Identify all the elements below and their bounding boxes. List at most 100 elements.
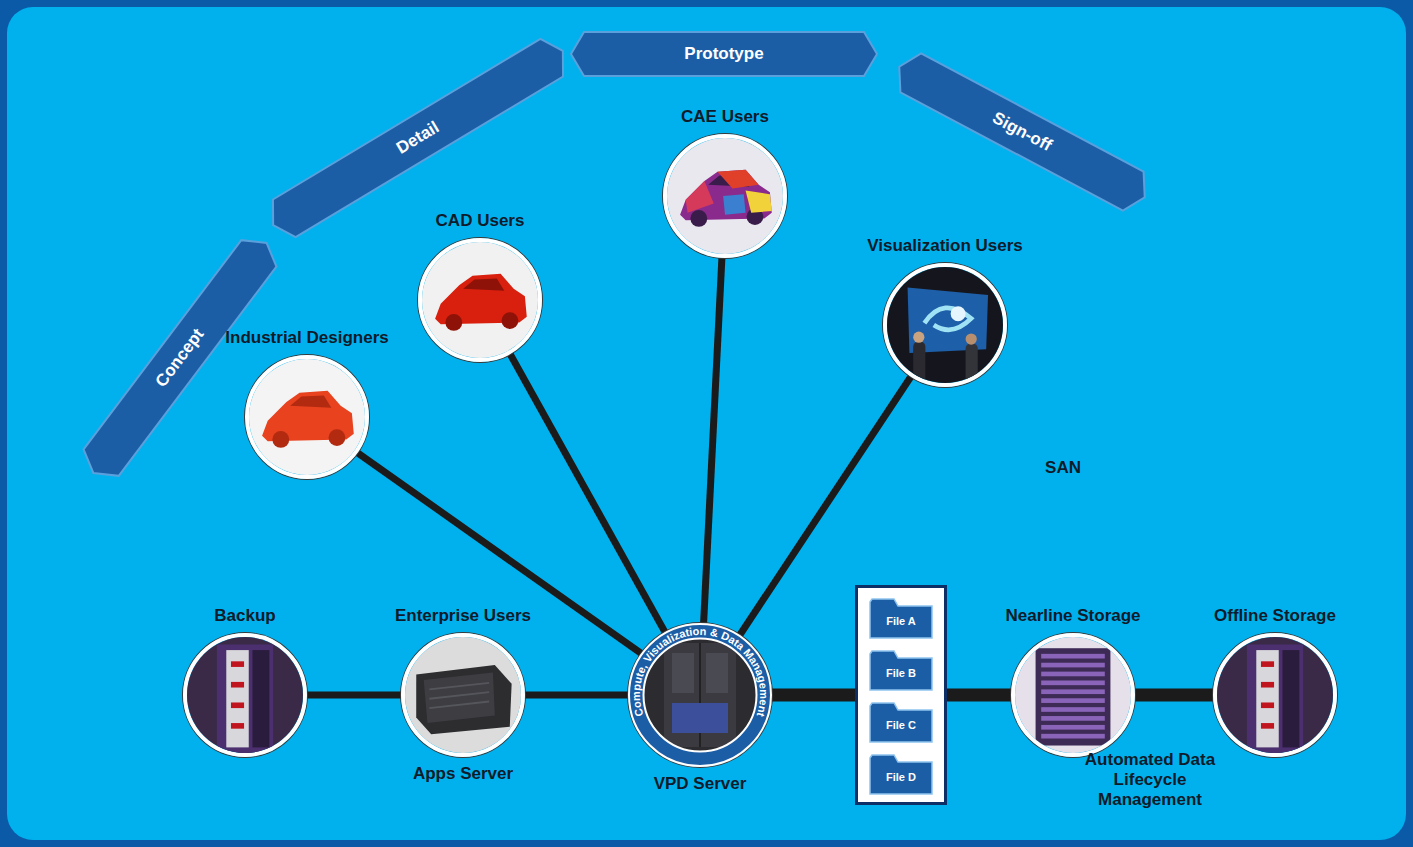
user-circle: CAE Users	[663, 134, 787, 258]
art-rect	[628, 623, 772, 767]
picture-disc	[401, 633, 525, 757]
folder-label: File D	[886, 771, 916, 783]
illustration	[1217, 637, 1333, 753]
free-label: SAN	[1018, 458, 1108, 478]
art-rect	[1041, 689, 1105, 694]
free-label: Automated Data Lifecycle Management	[1080, 750, 1220, 810]
user-circle: CAD Users	[418, 238, 542, 362]
node-label: Enterprise Users	[395, 606, 531, 626]
picture-disc	[1213, 633, 1337, 757]
art-circle	[951, 306, 966, 321]
node-label: Nearline Storage	[1005, 606, 1140, 626]
art-path	[686, 181, 714, 213]
art-polygon	[76, 230, 284, 486]
art-rect	[1041, 681, 1105, 686]
file-panel: File AFile BFile CFile D	[855, 585, 947, 805]
art-path	[424, 673, 495, 724]
art-rect	[672, 703, 728, 733]
art-rect	[231, 682, 244, 688]
illustration	[405, 637, 521, 753]
art-rect	[1041, 672, 1105, 677]
phase-band: Detail	[260, 31, 575, 246]
art-circle	[629, 624, 771, 766]
art-rect	[1247, 644, 1303, 753]
art-rect	[1282, 650, 1299, 747]
file-folder: File B	[868, 646, 934, 692]
art-circle	[690, 210, 707, 227]
art-rect	[1041, 725, 1105, 730]
connector-line	[307, 692, 401, 699]
art-rect	[1041, 707, 1105, 712]
art-path	[723, 194, 745, 215]
art-circle	[272, 431, 289, 448]
connector-line	[947, 689, 1011, 702]
art-rect	[664, 643, 736, 747]
art-polygon	[870, 599, 932, 638]
art-path	[416, 665, 511, 734]
art-polygon	[870, 651, 932, 690]
art-rect	[706, 653, 728, 693]
art-rect	[1217, 637, 1333, 753]
art-polygon	[870, 703, 932, 742]
connector-line	[1135, 689, 1213, 702]
art-circle	[329, 429, 346, 446]
illustration	[249, 359, 365, 475]
art-rect	[1015, 637, 1131, 753]
picture-disc	[1011, 633, 1135, 757]
band-label: Prototype	[684, 44, 763, 64]
connector-line	[704, 258, 722, 623]
art-rect	[422, 242, 538, 358]
illustration	[1015, 637, 1131, 753]
art-rect	[966, 344, 978, 383]
user-circle: Nearline Storage	[1011, 633, 1135, 757]
connector-line	[772, 689, 855, 702]
art-rect	[1256, 650, 1278, 747]
picture-disc	[245, 355, 369, 479]
file-folder: File D	[868, 750, 934, 796]
folder-label: File A	[886, 615, 916, 627]
user-circle: Offline Storage	[1213, 633, 1337, 757]
art-rect	[1261, 682, 1274, 688]
art-rect	[1041, 663, 1105, 668]
art-rect	[1041, 654, 1105, 659]
art-circle	[913, 332, 924, 343]
illustration	[187, 637, 303, 753]
user-circle: Backup	[183, 633, 307, 757]
art-rect	[1041, 734, 1105, 739]
phase-band: Prototype	[570, 31, 878, 77]
art-path	[463, 278, 504, 290]
art-rect	[1041, 698, 1105, 703]
art-rect	[252, 650, 269, 747]
connector-line	[510, 354, 665, 632]
connector-line	[358, 453, 642, 654]
phase-band: Concept	[74, 228, 285, 487]
art-polygon	[262, 32, 574, 244]
art-rect	[187, 637, 303, 753]
art-rect	[1041, 716, 1105, 721]
art-rect	[913, 342, 925, 383]
art-rect	[231, 702, 244, 708]
illustration	[667, 138, 783, 254]
art-rect	[1261, 702, 1274, 708]
picture-disc	[883, 263, 1007, 387]
user-circle: Visualization Users	[883, 263, 1007, 387]
server-hub: Compute, Visualization & Data Management…	[628, 623, 772, 767]
art-rect	[231, 723, 244, 729]
art-circle	[644, 639, 757, 752]
art-rect	[1261, 723, 1274, 729]
picture-disc	[418, 238, 542, 362]
art-rect	[226, 650, 248, 747]
art-path	[429, 683, 489, 708]
node-label: CAD Users	[436, 211, 525, 231]
file-folder: File A	[868, 594, 934, 640]
ring-label: Compute, Visualization & Data Management	[630, 625, 770, 719]
node-label: CAE Users	[681, 107, 769, 127]
illustration	[422, 242, 538, 358]
art-polygon	[889, 47, 1155, 216]
node-label: Apps Server	[413, 764, 513, 784]
art-path	[746, 190, 772, 212]
user-circle: Enterprise UsersApps Server	[401, 633, 525, 757]
connector-line	[525, 692, 628, 699]
node-label: VPD Server	[654, 774, 747, 794]
